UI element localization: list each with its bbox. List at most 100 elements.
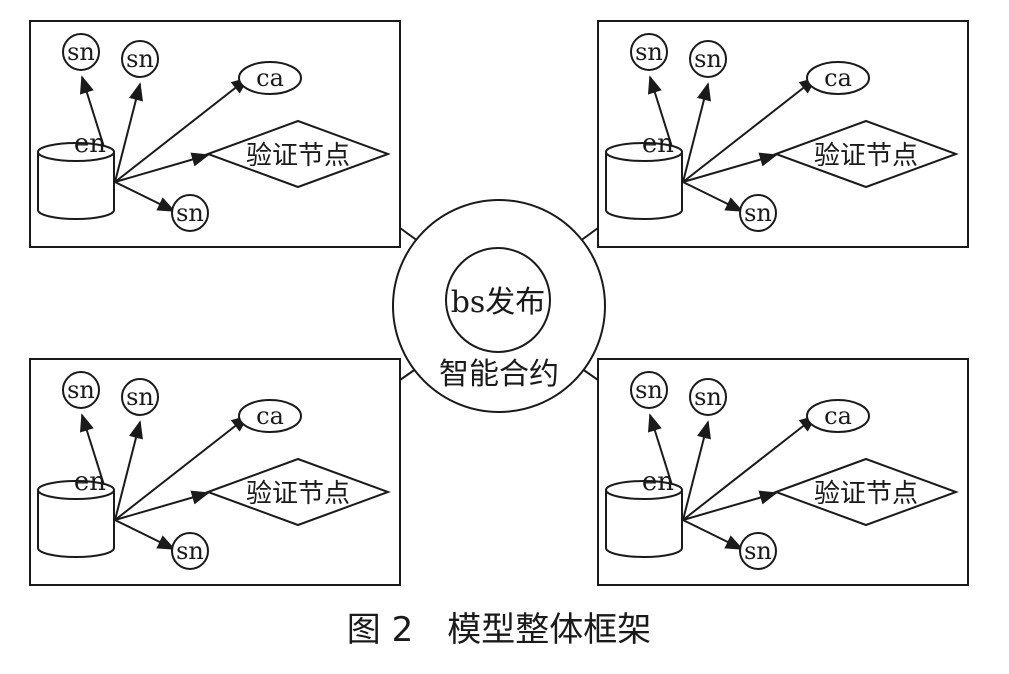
verify-node: 验证节点 <box>205 119 391 189</box>
sn-node-2: sn <box>689 378 727 416</box>
ca-label: ca <box>256 402 284 430</box>
bs-publish-label: bs发布 <box>451 285 546 320</box>
ca-label: ca <box>256 64 284 92</box>
figure-caption: 图 2 模型整体框架 <box>347 610 651 650</box>
en-label: en <box>642 129 674 159</box>
ca-node: ca <box>238 399 302 433</box>
edge-to-ca <box>682 76 818 183</box>
edge-to-sn-3 <box>682 519 744 550</box>
edge-to-ca <box>114 76 250 183</box>
smart-contract-node: bs发布 智能合约 <box>392 199 606 413</box>
ca-node: ca <box>806 399 870 433</box>
ca-label: ca <box>824 64 852 92</box>
sn-label: sn <box>635 38 663 66</box>
ca-node-ellipse <box>238 61 302 95</box>
en-database-icon <box>605 480 683 558</box>
verify-node-label: 验证节点 <box>246 479 350 509</box>
sn-label: sn <box>126 383 154 411</box>
verify-node-diamond <box>205 119 391 189</box>
edge-to-sn-2 <box>682 420 711 521</box>
verify-node-label: 验证节点 <box>814 479 918 509</box>
sn-node-circle <box>121 40 159 78</box>
sn-node-circle <box>689 378 727 416</box>
edge-to-verify-node <box>114 490 210 521</box>
sn-node-3: sn <box>739 194 777 232</box>
sn-node-1: sn <box>62 33 100 71</box>
edge-to-ca <box>682 414 818 521</box>
sn-label: sn <box>67 376 95 404</box>
cluster-bottom-left: en sn sn sn ca 验证节点 <box>29 358 401 586</box>
cylinder-body <box>37 490 115 558</box>
verify-node-diamond <box>205 457 391 527</box>
sn-node-circle <box>630 371 668 409</box>
edge-to-sn-2 <box>682 82 711 183</box>
cylinder-body <box>605 490 683 558</box>
en-label: en <box>642 467 674 497</box>
verify-node-diamond <box>773 119 959 189</box>
cylinder-top <box>37 480 115 500</box>
sn-label: sn <box>744 199 772 227</box>
sn-node-circle <box>739 532 777 570</box>
sn-label: sn <box>67 38 95 66</box>
sn-node-2: sn <box>121 40 159 78</box>
bs-publish-inner-circle <box>445 247 551 353</box>
en-label: en <box>74 129 106 159</box>
ca-node: ca <box>806 61 870 95</box>
sn-node-3: sn <box>739 532 777 570</box>
edge-to-sn-2 <box>114 420 143 521</box>
sn-node-2: sn <box>689 40 727 78</box>
cylinder-top <box>37 142 115 162</box>
sn-node-circle <box>630 33 668 71</box>
cluster-top-right: en sn sn sn ca 验证节点 <box>597 20 969 248</box>
en-label: en <box>74 467 106 497</box>
edge-to-sn-3 <box>682 181 744 212</box>
edge-to-verify-node <box>682 490 778 521</box>
sn-node-circle <box>62 371 100 409</box>
sn-label: sn <box>176 537 204 565</box>
en-database-icon <box>37 142 115 220</box>
sn-node-2: sn <box>121 378 159 416</box>
sn-label: sn <box>126 45 154 73</box>
sn-node-circle <box>739 194 777 232</box>
en-database-icon <box>37 480 115 558</box>
ca-node-ellipse <box>806 61 870 95</box>
cylinder-body <box>605 152 683 220</box>
ca-node: ca <box>238 61 302 95</box>
sn-label: sn <box>694 45 722 73</box>
edge-to-ca <box>114 414 250 521</box>
sn-node-circle <box>171 194 209 232</box>
edge-to-sn-3 <box>114 519 176 550</box>
sn-label: sn <box>176 199 204 227</box>
cylinder-top <box>605 142 683 162</box>
sn-node-3: sn <box>171 532 209 570</box>
edge-to-verify-node <box>114 152 210 183</box>
verify-node-label: 验证节点 <box>246 141 350 171</box>
en-database-icon <box>605 142 683 220</box>
ca-node-ellipse <box>238 399 302 433</box>
edge-to-sn-3 <box>114 181 176 212</box>
cylinder-top <box>605 480 683 500</box>
verify-node: 验证节点 <box>205 457 391 527</box>
sn-label: sn <box>635 376 663 404</box>
sn-node-circle <box>171 532 209 570</box>
verify-node-label: 验证节点 <box>814 141 918 171</box>
smart-contract-label: 智能合约 <box>439 357 559 392</box>
ca-label: ca <box>824 402 852 430</box>
sn-node-circle <box>121 378 159 416</box>
edge-to-verify-node <box>682 152 778 183</box>
cluster-top-left: en sn sn sn ca 验证节点 <box>29 20 401 248</box>
sn-label: sn <box>744 537 772 565</box>
sn-node-1: sn <box>62 371 100 409</box>
sn-node-circle <box>689 40 727 78</box>
verify-node: 验证节点 <box>773 119 959 189</box>
sn-node-1: sn <box>630 371 668 409</box>
edge-to-sn-2 <box>114 82 143 183</box>
ca-node-ellipse <box>806 399 870 433</box>
cylinder-body <box>37 152 115 220</box>
sn-node-1: sn <box>630 33 668 71</box>
sn-node-3: sn <box>171 194 209 232</box>
